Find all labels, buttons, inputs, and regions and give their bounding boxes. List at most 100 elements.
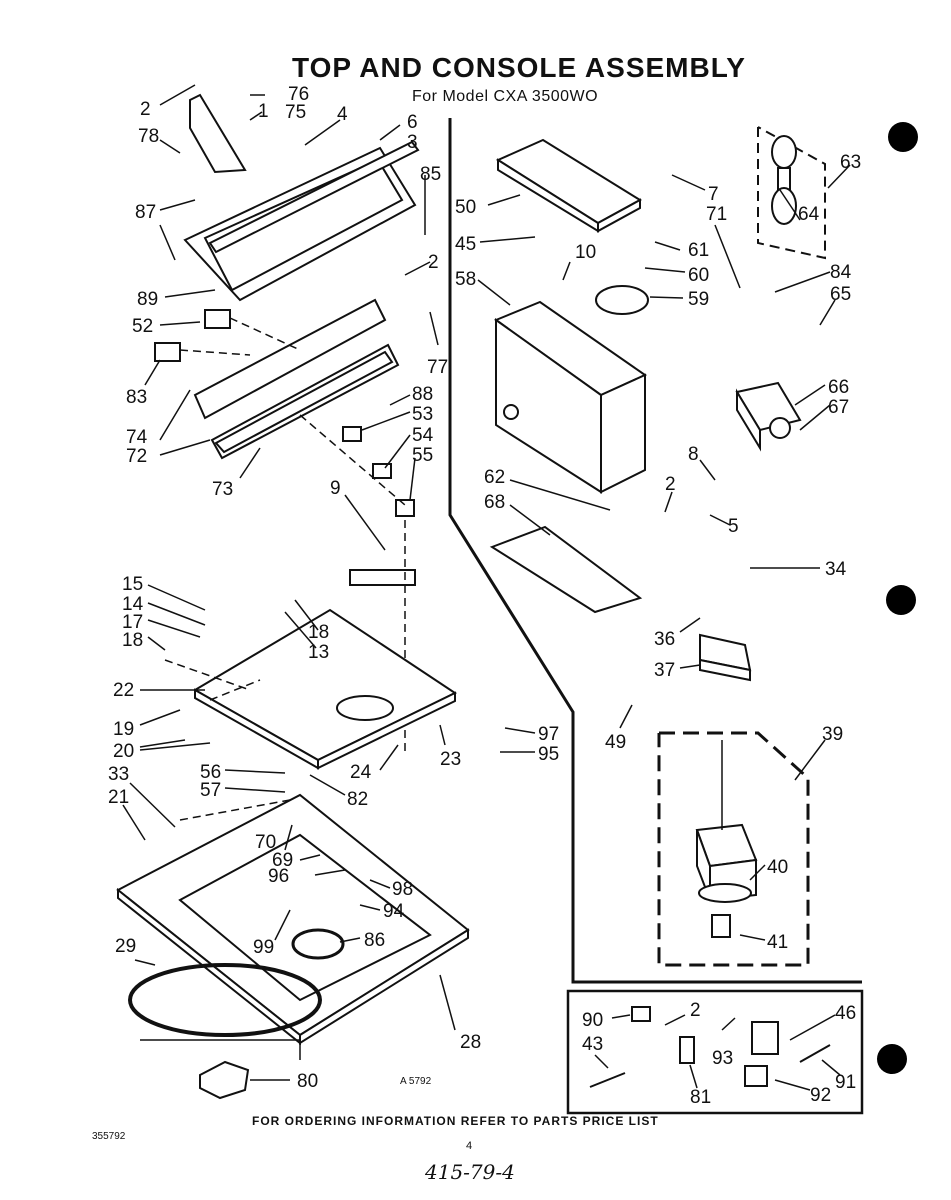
callout-labels: 2 76 75 1 78 4 6 3 85 87 2 89 52 83 74 7… <box>108 84 861 1108</box>
dashed-group-39 <box>657 731 810 967</box>
callout-label: 56 <box>200 762 221 783</box>
callout-label: 72 <box>126 446 147 467</box>
callout-label: 91 <box>835 1072 856 1093</box>
callout-label: 49 <box>605 732 626 753</box>
callout-label: 23 <box>440 749 461 770</box>
callout-label: 93 <box>712 1048 733 1069</box>
base-plate-part <box>489 525 643 614</box>
ring-part <box>595 285 649 315</box>
model-subtitle: For Model CXA 3500WO <box>412 88 599 105</box>
callout-label: 2 <box>690 1000 701 1021</box>
callout-label: 82 <box>347 789 368 810</box>
ordering-note: FOR ORDERING INFORMATION REFER TO PARTS … <box>252 1114 659 1128</box>
callout-label: 78 <box>138 126 159 147</box>
callout-label: 83 <box>126 387 147 408</box>
cabinet-part <box>116 793 470 1046</box>
callout-label: 45 <box>455 234 476 255</box>
side-bracket-part <box>189 93 247 174</box>
figure-reference: A 5792 <box>400 1076 432 1087</box>
bracket-part <box>699 633 752 682</box>
document-number: 355792 <box>92 1131 126 1142</box>
lock-part <box>771 135 797 225</box>
callout-label: 70 <box>255 832 276 853</box>
callout-label: 94 <box>383 901 405 922</box>
top-panel-part <box>193 608 458 770</box>
callout-label: 69 <box>272 850 293 871</box>
punch-hole-bottom <box>877 1044 907 1074</box>
callout-label: 1 <box>258 101 269 122</box>
callout-label: 77 <box>427 357 448 378</box>
accessory-box <box>566 989 864 1115</box>
callout-label: 84 <box>830 262 852 283</box>
hose-ring-part <box>291 928 345 960</box>
callout-label: 14 <box>122 594 144 615</box>
callout-label: 40 <box>767 857 788 878</box>
callout-label: 21 <box>108 787 129 808</box>
dashed-group-63 <box>757 126 826 260</box>
solenoid-part <box>695 740 758 938</box>
callout-label: 57 <box>200 780 221 801</box>
callout-label: 15 <box>122 574 143 595</box>
switch-parts <box>154 309 416 586</box>
callout-label: 24 <box>350 762 372 783</box>
callout-label: 97 <box>538 724 559 745</box>
gasket-part <box>128 963 322 1037</box>
callout-label: 2 <box>140 99 151 120</box>
callout-label: 67 <box>828 397 849 418</box>
callout-label: 59 <box>688 289 709 310</box>
callout-label: 98 <box>392 879 413 900</box>
callout-label: 65 <box>830 284 851 305</box>
punch-hole-top <box>888 122 918 152</box>
callout-label: 71 <box>706 204 727 225</box>
callout-label: 63 <box>840 152 861 173</box>
dispenser-housing-part <box>493 300 648 494</box>
callout-label: 18 <box>308 622 329 643</box>
console-panel-part <box>183 140 420 302</box>
callout-label: 28 <box>460 1032 481 1053</box>
timer-housing-part <box>735 381 802 452</box>
callout-label: 90 <box>582 1010 603 1031</box>
callout-label: 7 <box>708 184 719 205</box>
callout-label: 60 <box>688 265 709 286</box>
callout-label: 55 <box>412 445 433 466</box>
callout-label: 2 <box>428 252 439 273</box>
callout-label: 22 <box>113 680 134 701</box>
callout-label: 39 <box>822 724 843 745</box>
callout-label: 68 <box>484 492 505 513</box>
handwritten-note: 415-79-4 <box>425 1160 515 1184</box>
callout-label: 87 <box>135 202 156 223</box>
dashed-leaders-top <box>179 317 406 690</box>
callout-label: 8 <box>688 444 699 465</box>
callout-label: 10 <box>575 242 596 263</box>
callout-label: 89 <box>137 289 158 310</box>
callout-label: 88 <box>412 384 433 405</box>
callout-label: 13 <box>308 642 329 663</box>
dashed-leaders-bottom <box>164 659 406 821</box>
callout-label: 3 <box>407 132 418 153</box>
page-title: TOP AND CONSOLE ASSEMBLY <box>292 52 746 83</box>
callout-label: 50 <box>455 197 476 218</box>
callout-label: 95 <box>538 744 559 765</box>
callout-label: 36 <box>654 629 675 650</box>
callout-label: 5 <box>728 516 739 537</box>
accessory-parts <box>589 1006 831 1088</box>
callout-label: 4 <box>337 104 348 125</box>
callout-label: 76 <box>288 84 309 105</box>
callout-label: 62 <box>484 467 505 488</box>
callout-label: 34 <box>825 559 847 580</box>
callout-label: 66 <box>828 377 849 398</box>
callout-label: 85 <box>420 164 441 185</box>
callout-label: 92 <box>810 1085 831 1106</box>
callout-label: 80 <box>297 1071 318 1092</box>
callout-label: 64 <box>798 204 820 225</box>
callout-label: 17 <box>122 612 143 633</box>
callout-label: 96 <box>268 866 289 887</box>
callout-label: 58 <box>455 269 476 290</box>
page-number: 4 <box>466 1140 473 1152</box>
callout-label: 81 <box>690 1087 711 1108</box>
callout-label: 53 <box>412 404 433 425</box>
callout-label: 46 <box>835 1003 856 1024</box>
callout-label: 37 <box>654 660 675 681</box>
callout-arrows <box>122 84 851 1091</box>
